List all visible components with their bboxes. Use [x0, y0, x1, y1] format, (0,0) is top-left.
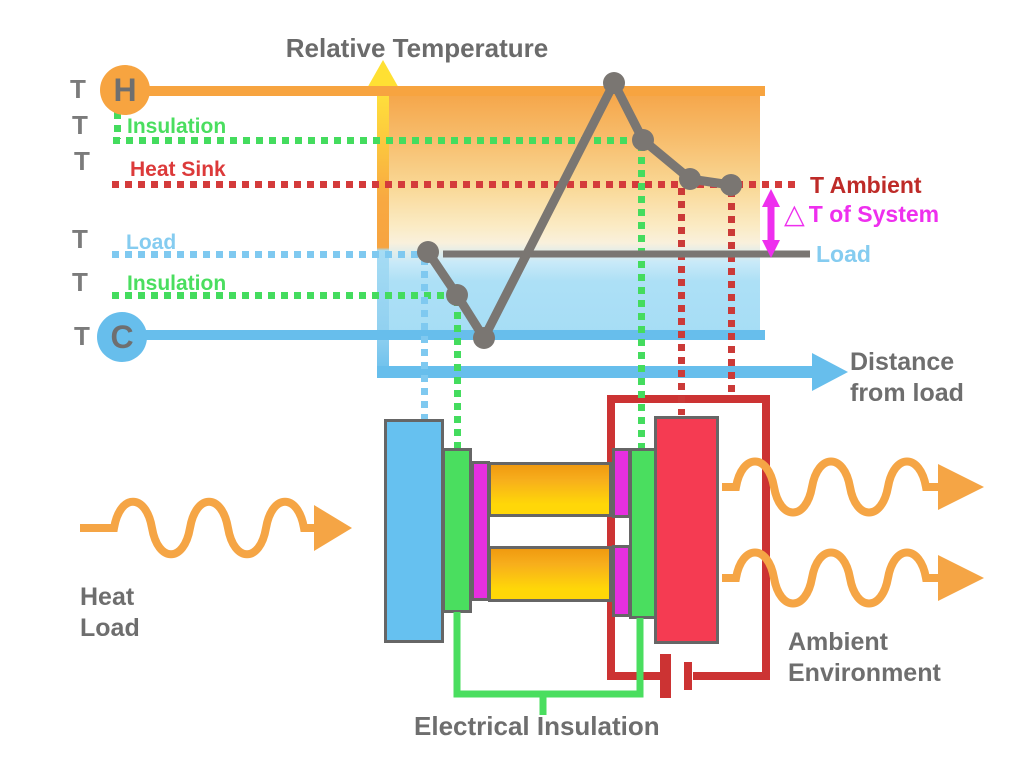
insulation-plate-cold [442, 448, 472, 613]
ambient-wave-arrow-bottom [722, 548, 984, 608]
ambient-dotted-vertical [728, 190, 735, 393]
heat-load-wave-arrow [80, 497, 352, 559]
electrical-insulation-bracket [453, 612, 644, 715]
heat-sink-block [654, 416, 719, 644]
conductor-strip-cold [471, 461, 490, 601]
thermoelectric-element-bottom [488, 546, 612, 602]
load-label-left: Load [126, 231, 177, 254]
insulation-hot-dotted-line [113, 137, 646, 144]
heat-load-label: Heat Load [80, 583, 140, 642]
delta-t-text: T of System [808, 201, 940, 227]
insulation-cold-dotted-line [112, 292, 458, 299]
delta-t-arrow [762, 189, 780, 258]
hot-node-badge: H [100, 65, 150, 115]
thermoelectric-element-top [488, 462, 612, 517]
ambient-environment-label: Ambient Environment [788, 628, 941, 687]
x-axis-arrow-icon [812, 353, 848, 391]
insulation-hot-label: Insulation [127, 115, 227, 138]
insulation-plate-hot [629, 448, 657, 619]
delta-t-of-system-label: △ T of System [784, 201, 939, 228]
y-axis [377, 88, 389, 378]
t-symbol-insulation-cold: T [72, 267, 88, 297]
t-cold-line [122, 330, 765, 340]
battery-icon [660, 654, 692, 698]
heat-sink-dotted-line [112, 181, 800, 188]
y-axis-arrow-icon [366, 60, 400, 90]
ambient-wave-arrow-top [722, 457, 984, 517]
load-block [384, 419, 444, 643]
insulation-cold-label: Insulation [127, 272, 227, 295]
load-label-right: Load [816, 241, 871, 267]
t-symbol-heat-sink: T [74, 146, 90, 176]
load-dotted-line [112, 251, 426, 258]
electrical-insulation-label: Electrical Insulation [414, 711, 660, 741]
x-axis [377, 366, 813, 378]
insulation-hot-dotted-riser [114, 112, 121, 139]
cold-node-badge: C [97, 312, 147, 362]
delta-icon: △ [784, 199, 805, 229]
insulation-cold-dotted-vertical [454, 299, 461, 449]
chart-title: Relative Temperature [285, 33, 549, 63]
t-ambient-label: T Ambient [810, 172, 922, 198]
t-symbol-hot: T [70, 74, 86, 104]
heat-sink-dotted-vertical [678, 188, 685, 415]
t-symbol-load: T [72, 224, 88, 254]
t-symbol-insulation-hot: T [72, 110, 88, 140]
heat-sink-label: Heat Sink [130, 158, 226, 181]
t-symbol-cold: T [74, 321, 90, 351]
t-hot-line [125, 86, 765, 96]
insulation-hot-dotted-vertical [638, 144, 645, 449]
load-dotted-vertical [421, 258, 428, 419]
x-axis-label: Distance from load [850, 348, 964, 407]
